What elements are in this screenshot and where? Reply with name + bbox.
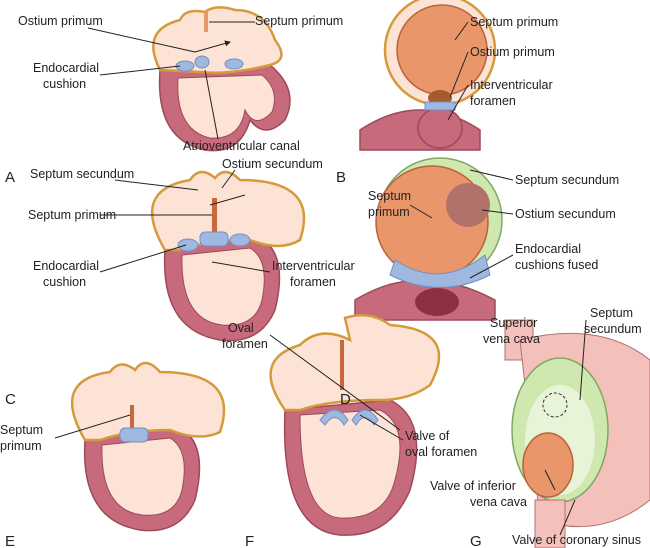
panel-e-heart	[70, 361, 226, 532]
label-g-septum-secundum-1: Septum	[590, 306, 633, 320]
label-g-valve-ivc-2: vena cava	[470, 495, 527, 509]
label-c-endocardial-cushion-1: Endocardial	[33, 259, 99, 273]
label-a-endocardial-cushion-1: Endocardial	[33, 61, 99, 75]
panel-letter-d: D	[340, 391, 351, 408]
label-c-septum-secundum: Septum secundum	[30, 167, 134, 181]
label-d-septum-primum-2: primum	[368, 205, 410, 219]
label-a-septum-primum: Septum primum	[255, 14, 343, 28]
label-a-endocardial-cushion-2: cushion	[43, 77, 86, 91]
panel-d-heart	[354, 157, 503, 321]
label-g-valve-ivc-1: Valve of inferior	[430, 479, 516, 493]
label-a-ostium-primum: Ostium primum	[18, 14, 103, 28]
label-f-valve-oval-foramen-1: Valve of	[405, 429, 450, 443]
panel-c-heart	[150, 170, 306, 342]
label-c-septum-primum: Septum primum	[28, 208, 116, 222]
panel-g-heart	[504, 319, 650, 548]
label-b-ostium-primum: Ostium primum	[470, 45, 555, 59]
label-g-septum-secundum-2: secundum	[584, 322, 642, 336]
label-g-svc-2: vena cava	[483, 332, 540, 346]
panel-a-heart	[152, 6, 291, 152]
panel-letter-a: A	[5, 169, 15, 186]
label-f-valve-oval-foramen-2: oval foramen	[405, 445, 477, 459]
label-d-cushions-fused-1: Endocardial	[515, 242, 581, 256]
label-a-av-canal: Atrioventricular canal	[183, 139, 300, 153]
panel-b-heart	[359, 0, 497, 151]
panel-letter-e: E	[5, 533, 15, 548]
panel-f-heart	[269, 313, 441, 536]
label-b-iv-foramen-1: Interventricular	[470, 78, 553, 92]
panel-letter-g: G	[470, 533, 482, 548]
label-g-valve-coronary-sinus: Valve of coronary sinus	[512, 533, 641, 547]
label-d-ostium-secundum: Ostium secundum	[515, 207, 616, 221]
label-g-svc-1: Superior	[490, 316, 537, 330]
label-c-iv-foramen-2: foramen	[290, 275, 336, 289]
label-c-ostium-secundum: Ostium secundum	[222, 157, 323, 171]
label-e-septum-primum-2: primum	[0, 439, 42, 453]
panel-letter-b: B	[336, 169, 346, 186]
label-f-oval-foramen-2: foramen	[222, 337, 268, 351]
panel-letter-f: F	[245, 533, 254, 548]
label-b-septum-primum: Septum primum	[470, 15, 558, 29]
label-e-septum-primum-1: Septum	[0, 423, 43, 437]
label-c-endocardial-cushion-2: cushion	[43, 275, 86, 289]
label-c-iv-foramen-1: Interventricular	[272, 259, 355, 273]
label-d-cushions-fused-2: cushions fused	[515, 258, 598, 272]
leader-lines	[54, 21, 587, 536]
label-d-septum-primum-1: Septum	[368, 189, 411, 203]
label-f-oval-foramen-1: Oval	[228, 321, 254, 335]
label-b-iv-foramen-2: foramen	[470, 94, 516, 108]
label-d-septum-secundum: Septum secundum	[515, 173, 619, 187]
panel-letter-c: C	[5, 391, 16, 408]
